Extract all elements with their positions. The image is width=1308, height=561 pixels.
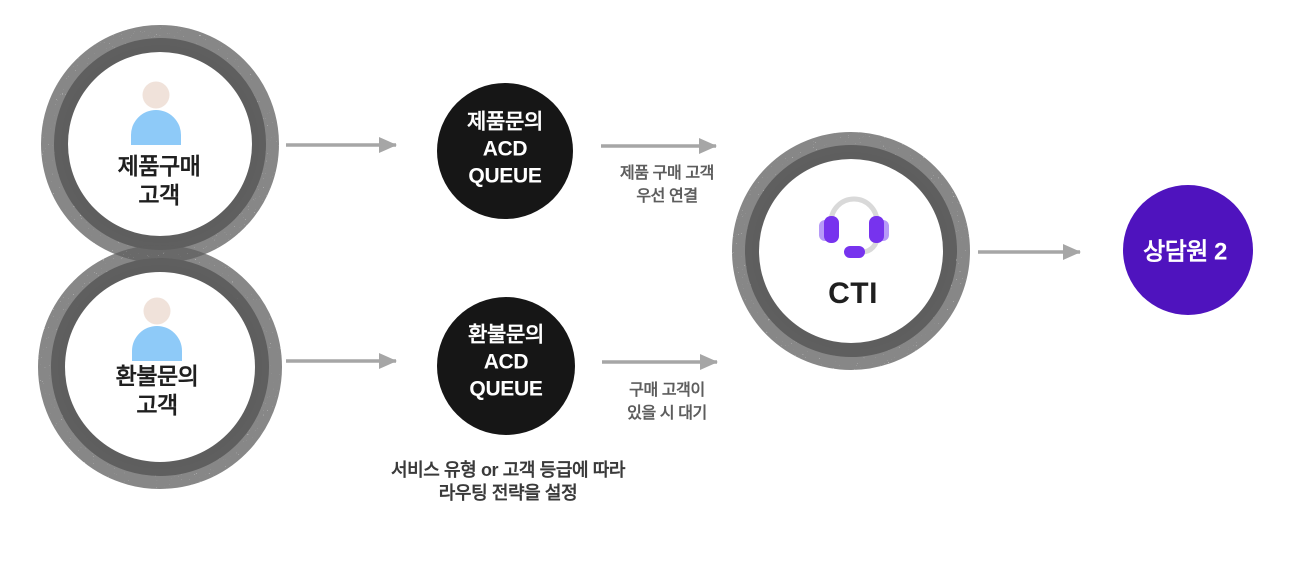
queue2-label: 환불문의 ACD QUEUE xyxy=(468,322,544,403)
customer2-node xyxy=(38,245,282,489)
customer2-label-line2: 고객 xyxy=(136,392,178,418)
queue1-node xyxy=(437,83,573,219)
agent-node xyxy=(1123,185,1253,315)
queue2-label-line3: QUEUE xyxy=(469,377,543,401)
customer2-label: 환불문의 고객 xyxy=(116,362,199,420)
queue1-label-line2: ACD xyxy=(482,137,528,161)
edge-label-product-priority-line1: 제품 구매 고객 xyxy=(619,165,715,182)
cti-label: CTI xyxy=(828,277,878,310)
customer1-node xyxy=(41,25,279,263)
queue2-label-line2: ACD xyxy=(483,350,529,374)
customer1-label-line2: 고객 xyxy=(138,182,180,208)
routing-note-line1: 서비스 유형 or 고객 등급에 따라 xyxy=(390,460,626,480)
queue2-label-line1: 환불문의 xyxy=(467,323,545,347)
headset-icon xyxy=(819,196,889,258)
queue1-label-line3: QUEUE xyxy=(468,164,542,188)
edge-label-product-priority-line2: 우선 연결 xyxy=(636,188,698,205)
edge-label-product-priority: 제품 구매 고객 우선 연결 xyxy=(620,162,714,208)
queue1-label-line1: 제품문의 xyxy=(466,110,544,134)
agent-label: 상담원 2 xyxy=(1143,238,1227,266)
customer2-label-line1: 환불문의 xyxy=(115,363,199,389)
routing-note-line2: 라우팅 전략을 설정 xyxy=(438,483,578,503)
edge-label-refund-wait: 구매 고객이 있을 시 대기 xyxy=(627,379,707,425)
customer1-label: 제품구매 고객 xyxy=(118,152,201,210)
routing-note: 서비스 유형 or 고객 등급에 따라 라우팅 전략을 설정 xyxy=(390,459,626,505)
edge-label-refund-wait-line1: 구매 고객이 xyxy=(629,382,705,399)
queue2-node xyxy=(437,297,575,435)
queue1-label: 제품문의 ACD QUEUE xyxy=(467,109,543,190)
customer1-label-line1: 제품구매 xyxy=(117,153,201,179)
cti-node xyxy=(732,132,970,370)
edge-label-refund-wait-line2: 있을 시 대기 xyxy=(627,405,707,422)
